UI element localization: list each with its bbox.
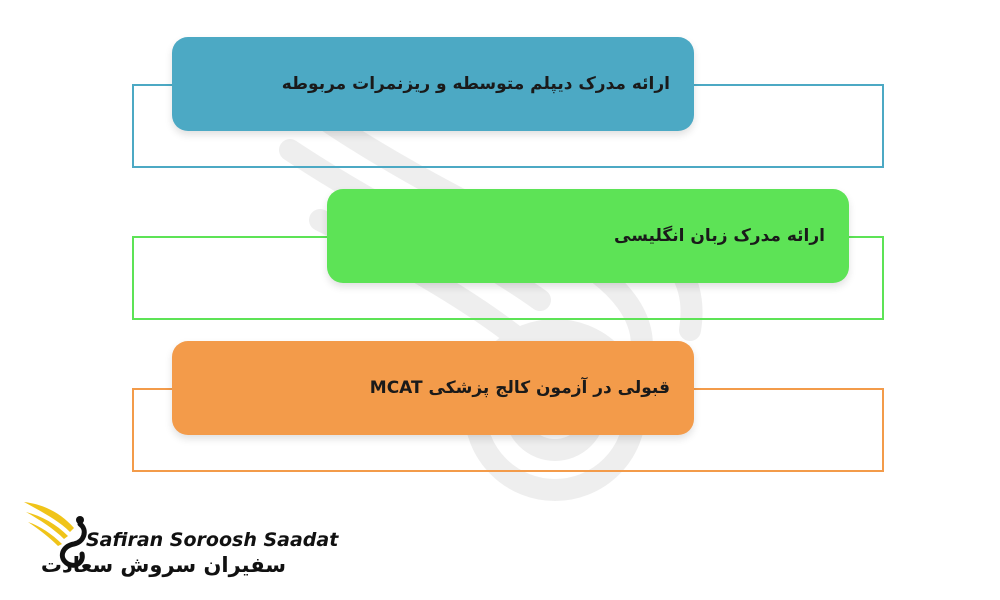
logo-name-en: Safiran Soroosh Saadat <box>86 529 339 551</box>
step-3-box: قبولی در آزمون کالج پزشکی MCAT <box>172 341 694 435</box>
step-3-label: قبولی در آزمون کالج پزشکی MCAT <box>369 378 670 398</box>
step-2-label: ارائه مدرک زبان انگلیسی <box>614 226 825 246</box>
logo-name-fa: سفیران سروش سعادت <box>40 553 286 577</box>
step-2-box: ارائه مدرک زبان انگلیسی <box>327 189 849 283</box>
logo-bird-icon <box>24 502 87 568</box>
step-1-box: ارائه مدرک دیپلم متوسطه و ریزنمرات مربوط… <box>172 37 694 131</box>
step-1-label: ارائه مدرک دیپلم متوسطه و ریزنمرات مربوط… <box>281 74 670 94</box>
